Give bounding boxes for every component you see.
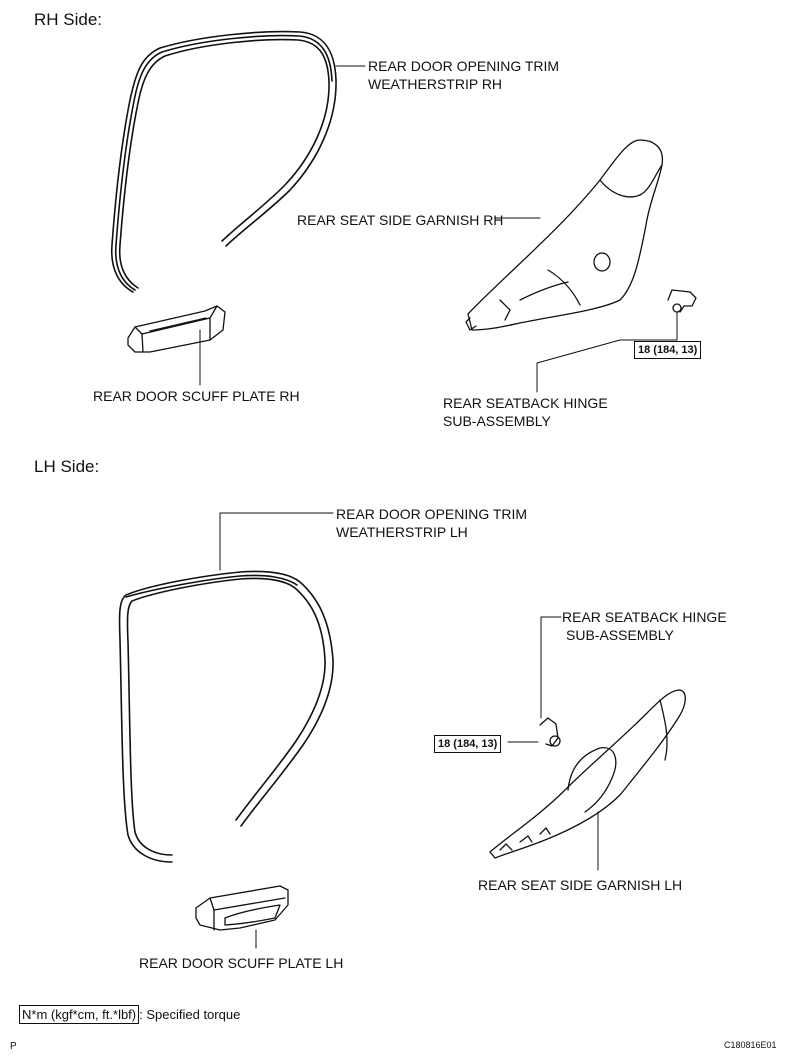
rh-weatherstrip-label-line1: REAR DOOR OPENING TRIM	[368, 58, 560, 74]
footer-page-marker: P	[10, 1041, 17, 1052]
rh-side-heading: RH Side:	[34, 10, 103, 29]
lh-garnish-label: REAR SEAT SIDE GARNISH LH	[478, 877, 683, 893]
rh-garnish-label: REAR SEAT SIDE GARNISH RH	[297, 212, 504, 228]
rh-hinge-label-line1: REAR SEATBACK HINGE	[443, 395, 608, 411]
lh-scuff-plate-label: REAR DOOR SCUFF PLATE LH	[139, 955, 344, 971]
lh-hinge-label-line2: SUB-ASSEMBLY	[566, 627, 674, 643]
lh-hinge-shape	[539, 717, 561, 747]
rh-torque-badge: 18 (184, 13)	[634, 341, 702, 359]
rh-weatherstrip-shape	[110, 30, 337, 293]
rh-scuff-plate-shape	[127, 305, 226, 353]
torque-legend-unit: N*m (kgf*cm, ft.*lbf)	[19, 1005, 140, 1024]
lh-side-heading: LH Side:	[34, 457, 100, 476]
lh-weatherstrip-label-line2: WEATHERSTRIP LH	[336, 524, 468, 540]
lh-hinge-label-line1: REAR SEATBACK HINGE	[562, 609, 727, 625]
rh-scuff-plate-label: REAR DOOR SCUFF PLATE RH	[93, 388, 300, 404]
rh-weatherstrip-label-line2: WEATHERSTRIP RH	[368, 76, 503, 92]
rh-leader-lines	[199, 65, 678, 393]
lh-leader-lines	[219, 512, 599, 949]
lh-weatherstrip-shape	[118, 570, 334, 863]
torque-legend: N*m (kgf*cm, ft.*lbf): Specified torque	[19, 1005, 240, 1024]
lh-torque-badge: 18 (184, 13)	[434, 735, 502, 753]
lh-scuff-plate-shape	[195, 885, 289, 931]
lh-garnish-shape	[489, 689, 686, 859]
figure-code: C180816E01	[724, 1040, 777, 1050]
rh-hinge-label-line2: SUB-ASSEMBLY	[443, 413, 551, 429]
torque-legend-desc: : Specified torque	[139, 1007, 241, 1022]
lh-weatherstrip-label-line1: REAR DOOR OPENING TRIM	[336, 506, 528, 522]
rh-garnish-shape	[465, 139, 664, 331]
rh-hinge-shape	[667, 289, 697, 313]
